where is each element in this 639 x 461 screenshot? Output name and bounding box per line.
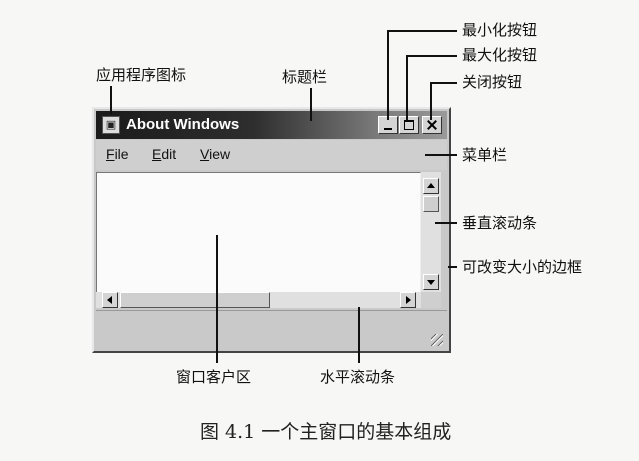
horizontal-scroll-thumb[interactable] xyxy=(120,292,270,308)
label-title-bar: 标题栏 xyxy=(282,68,328,86)
horizontal-scrollbar[interactable] xyxy=(96,292,421,308)
leader-line-close xyxy=(430,82,432,120)
status-bar xyxy=(96,310,447,350)
leader-line-minimize xyxy=(387,30,389,120)
leader-line-minimize-h xyxy=(387,30,457,32)
leader-line-maximize xyxy=(406,55,408,120)
figure-caption: 图 4.1 一个主窗口的基本组成 xyxy=(200,421,452,443)
sample-window: ▣ About Windows File Edit View xyxy=(92,107,451,353)
menu-edit[interactable]: Edit xyxy=(152,146,177,162)
title-bar[interactable]: ▣ About Windows xyxy=(96,111,447,139)
label-app-icon: 应用程序图标 xyxy=(96,66,187,84)
scroll-down-button[interactable] xyxy=(423,274,439,290)
vertical-scroll-thumb[interactable] xyxy=(423,196,439,212)
vertical-scrollbar[interactable] xyxy=(421,172,441,292)
menu-bar: File Edit View xyxy=(96,140,447,170)
menu-file[interactable]: File xyxy=(106,146,129,162)
leader-line-title-bar xyxy=(310,88,312,121)
scroll-left-button[interactable] xyxy=(102,292,118,308)
arrow-down-icon xyxy=(427,280,435,285)
label-maximize: 最大化按钮 xyxy=(462,46,538,64)
leader-line-hscroll xyxy=(358,307,360,363)
client-area[interactable] xyxy=(96,172,421,306)
menu-view[interactable]: View xyxy=(200,146,231,162)
leader-line-vscroll xyxy=(435,222,457,224)
label-client-area: 窗口客户区 xyxy=(176,368,252,386)
scroll-up-button[interactable] xyxy=(423,178,439,194)
leader-line-client xyxy=(216,235,218,363)
label-horizontal-scroll: 水平滚动条 xyxy=(320,368,396,386)
label-resizable-border: 可改变大小的边框 xyxy=(462,258,583,276)
resize-grip-icon[interactable] xyxy=(431,334,443,346)
arrow-right-icon xyxy=(406,296,411,304)
leader-line-maximize-h xyxy=(406,55,457,57)
app-icon[interactable]: ▣ xyxy=(102,116,120,134)
close-button[interactable] xyxy=(422,116,442,134)
label-menu-bar: 菜单栏 xyxy=(462,146,508,164)
label-close: 关闭按钮 xyxy=(462,73,523,91)
label-minimize: 最小化按钮 xyxy=(462,21,538,39)
leader-line-close-h xyxy=(430,82,457,84)
scroll-right-button[interactable] xyxy=(400,292,416,308)
leader-line-app-icon xyxy=(110,86,112,114)
arrow-up-icon xyxy=(427,183,435,188)
arrow-left-icon xyxy=(107,296,112,304)
label-vertical-scroll: 垂直滚动条 xyxy=(462,214,538,232)
window-title: About Windows xyxy=(126,116,240,133)
leader-line-border xyxy=(448,266,457,268)
scrollbar-corner xyxy=(421,292,441,308)
leader-line-menu-bar xyxy=(425,154,457,156)
maximize-button[interactable] xyxy=(399,116,419,134)
